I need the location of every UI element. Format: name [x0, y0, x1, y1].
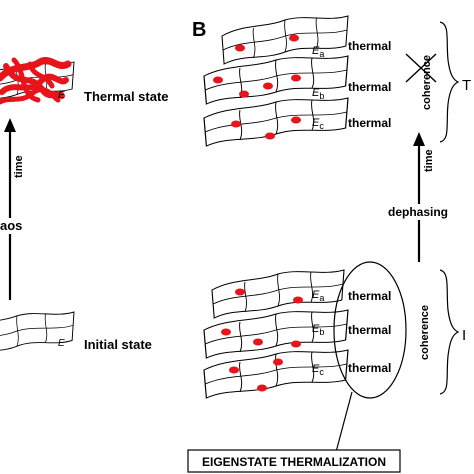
top-stack-dots	[213, 34, 301, 140]
dephasing-label: dephasing	[388, 205, 448, 219]
left-panel: E Thermal state time aos E Initial state	[0, 57, 169, 359]
top-thermal-label-c: thermal	[348, 116, 391, 130]
panel-b-label: B	[192, 19, 206, 41]
bottom-thermal-label-b: thermal	[348, 323, 391, 337]
initial-state-sheet	[0, 311, 75, 359]
coherence-label: coherence	[419, 305, 431, 360]
bottom-stack-dots	[221, 288, 303, 392]
eigenstate-pointer	[335, 391, 353, 453]
left-thermal-energy-label: E	[58, 90, 65, 101]
top-thermal-label-b: thermal	[348, 80, 391, 94]
right-panel: B Ea Eb Ec thermal thermal thermal coher…	[187, 15, 471, 473]
bottom-energy-b: Eb	[312, 323, 324, 337]
bottom-thermal-label-c: thermal	[348, 361, 391, 375]
top-sheet-a	[221, 15, 349, 65]
bottom-energy-c: Ec	[312, 363, 324, 377]
eigenstate-ellipse	[333, 261, 407, 399]
eigenstate-box-label: EIGENSTATE THERMALIZATION	[202, 455, 386, 469]
right-time-arrow	[413, 132, 425, 262]
top-brace-label: T	[462, 77, 471, 94]
chaotic-trajectories	[0, 57, 72, 105]
eigenstate-box	[187, 449, 401, 473]
bottom-energy-a: Ea	[312, 289, 324, 303]
crossed-coherence-label: coherence	[421, 55, 433, 110]
thermal-state-label: Thermal state	[84, 89, 169, 104]
top-energy-b: Eb	[312, 87, 324, 101]
left-time-label: time	[13, 155, 25, 178]
initial-state-label: Initial state	[84, 337, 152, 352]
bottom-thermal-label-a: thermal	[348, 289, 391, 303]
bottom-brace	[439, 269, 460, 395]
left-initial-energy-label: E	[58, 338, 65, 349]
chaos-label: aos	[0, 218, 22, 233]
right-time-label: time	[423, 149, 435, 172]
top-energy-c: Ec	[312, 117, 324, 131]
top-energy-a: Ea	[312, 45, 324, 59]
coherence-cross-mark	[405, 53, 437, 83]
left-time-arrow	[4, 118, 16, 300]
bottom-sheet-c	[203, 349, 349, 399]
top-brace	[439, 21, 460, 143]
top-sheet-c	[203, 97, 349, 147]
top-thermal-label-a: thermal	[348, 39, 391, 53]
bottom-brace-label: I	[462, 327, 466, 344]
